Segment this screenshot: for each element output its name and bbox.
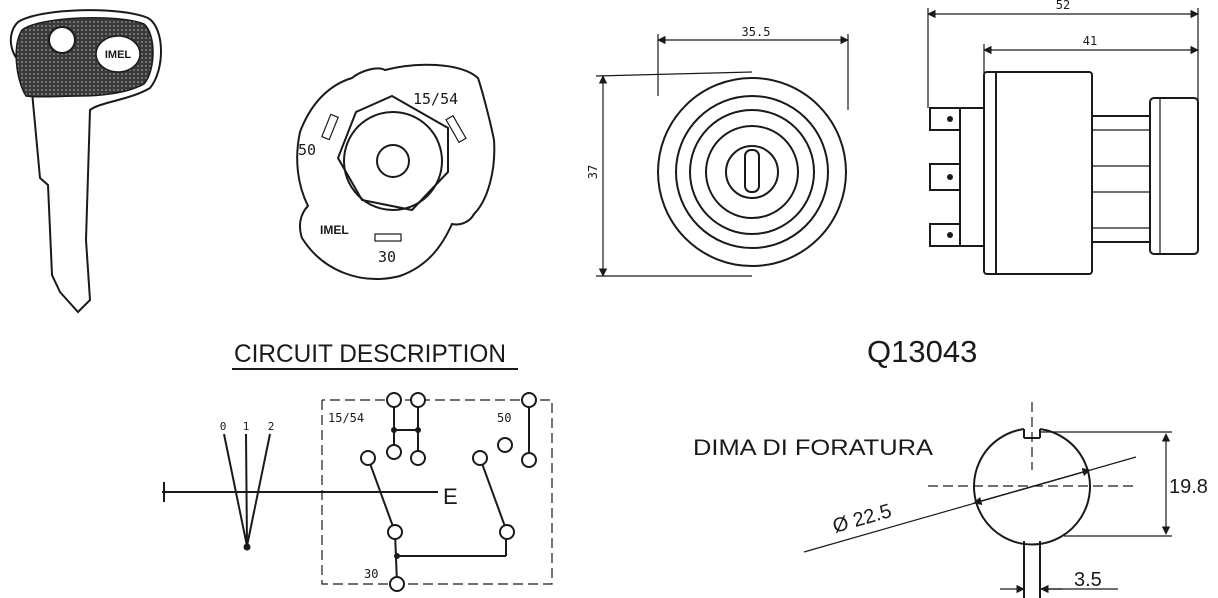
circuit-label-50: 50 xyxy=(497,411,511,425)
drilling-height-dimension: 19.8 xyxy=(1169,476,1208,498)
side-view-drawing: 52 41 xyxy=(927,0,1199,275)
face-label-50: 50 xyxy=(298,141,316,159)
front-view-drawing: 35.5 37 xyxy=(586,25,849,277)
face-label-15-54: 15/54 xyxy=(413,90,458,108)
front-height-dimension: 37 xyxy=(586,165,600,179)
keyway-slot xyxy=(744,149,760,193)
side-overall-dimension: 52 xyxy=(1056,0,1070,12)
circuit-label-15-54: 15/54 xyxy=(328,411,364,425)
drilling-tab-dimension: 3.5 xyxy=(1074,569,1102,591)
drilling-diameter-dimension: Ø 22.5 xyxy=(830,500,894,538)
key-drawing: IMEL xyxy=(9,9,162,314)
circuit-title: CIRCUIT DESCRIPTION xyxy=(234,340,506,368)
side-body-dimension: 41 xyxy=(1083,34,1097,48)
position-label-1: 1 xyxy=(243,420,250,433)
key-brand-logo: IMEL xyxy=(105,49,132,61)
drilling-title: DIMA DI FORATURA xyxy=(693,435,933,460)
circuit-label-30: 30 xyxy=(364,567,378,581)
key-logo-badge xyxy=(95,35,141,73)
switch-face-drawing: 15/54 50 IMEL 30 xyxy=(296,63,496,280)
terminal-tab-bottom xyxy=(929,223,961,247)
front-width-dimension: 35.5 xyxy=(742,25,771,39)
key-ring-hole xyxy=(48,26,76,54)
terminal-tab-middle xyxy=(929,163,961,191)
earth-symbol-label: E xyxy=(443,484,458,509)
drilling-template-drawing: DIMA DI FORATURA Ø 22.5 19.8 3.5 xyxy=(693,402,1208,598)
face-brand-label: IMEL xyxy=(320,223,349,237)
position-label-0: 0 xyxy=(220,420,227,433)
circuit-diagram: CIRCUIT DESCRIPTION 0 1 2 E 15/54 50 30 xyxy=(162,340,553,592)
face-label-30: 30 xyxy=(378,248,396,266)
terminal-tab-top xyxy=(929,107,961,131)
part-number: Q13043 xyxy=(867,334,977,369)
position-label-2: 2 xyxy=(268,420,275,433)
